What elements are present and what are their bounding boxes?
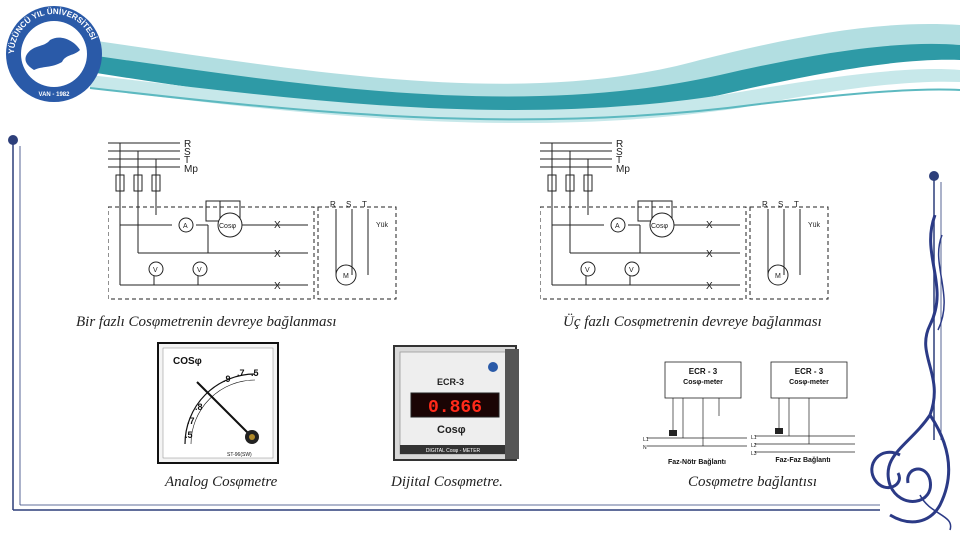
load-label: Yük — [808, 222, 821, 229]
motor-label: M — [775, 273, 781, 280]
digital-cosphi-meter-image: ECR-3 0.866 Cosφ DIGITAL Cosφ - METER — [393, 345, 519, 461]
scale-label-3: .5 — [251, 368, 259, 378]
right-line-label-l3: L3 — [751, 451, 757, 457]
scale-label-4: .8 — [195, 402, 203, 412]
left-box-subtitle: Cosφ-meter — [683, 379, 723, 386]
analog-meter-model: ST-96(SW) — [227, 452, 252, 458]
x-mark-1: X — [706, 220, 713, 231]
load-label: Yük — [376, 222, 389, 229]
motor-label: M — [343, 273, 349, 280]
phase-label-mp: Mp — [184, 164, 198, 175]
digital-meter-model: ECR-3 — [437, 377, 464, 387]
left-line-label-l1: L1 — [643, 437, 649, 443]
voltmeter-2-label: V — [629, 267, 634, 274]
university-logo: YÜZÜNCÜ YIL ÜNİVERSİTESİ VAN - 1982 — [6, 6, 102, 102]
corner-scroll-ornament — [870, 215, 952, 531]
cosphi-connection-diagram: ECR - 3 Cosφ-meter ECR - 3 Cosφ-meter L1… — [643, 361, 855, 466]
digital-meter-label: Cosφ — [437, 424, 466, 436]
digital-meter-footer: DIGITAL Cosφ - METER — [426, 448, 481, 454]
voltmeter-1-label: V — [153, 267, 158, 274]
phase-label-t: T — [616, 155, 622, 166]
side-label-s: S — [346, 200, 351, 209]
side-label-r: R — [762, 200, 768, 209]
phase-label-t: T — [184, 155, 190, 166]
left-line-label-n: N — [643, 445, 647, 451]
x-mark-3: X — [274, 281, 281, 292]
side-label-t: T — [794, 200, 799, 209]
analog-cosphi-meter-image: COSφ .9 .7 .5 .8 .7 .5 ST-96(SW) — [157, 342, 279, 464]
digital-meter-caption: Dijital Cosφmetre. — [391, 474, 503, 490]
scale-label-2: .7 — [237, 368, 245, 378]
single-phase-caption: Bir fazlı Cosφmetrenin devreye bağlanmas… — [76, 314, 337, 330]
phase-label-s: S — [616, 147, 623, 158]
three-phase-caption: Üç fazlı Cosφmetrenin devreye bağlanması — [563, 314, 822, 330]
side-label-r: R — [330, 200, 336, 209]
scale-label-5: .7 — [187, 416, 195, 426]
scale-label-6: .5 — [185, 430, 193, 440]
ammeter-label: A — [615, 223, 620, 230]
phase-neutral-title: Faz-Nötr Bağlantı — [668, 459, 726, 466]
left-box-title: ECR - 3 — [689, 367, 718, 376]
voltmeter-2-label: V — [197, 267, 202, 274]
side-label-s: S — [778, 200, 783, 209]
cosphi-meter-label: Cosφ — [219, 223, 236, 230]
phase-label-s: S — [184, 147, 191, 158]
voltmeter-1-label: V — [585, 267, 590, 274]
digital-meter-reading: 0.866 — [428, 398, 482, 418]
analog-meter-title: COSφ — [173, 356, 202, 367]
phase-label-r: R — [184, 139, 191, 150]
three-phase-circuit-diagram: R S T Mp A Cosφ V V X X X R S T Yük M — [540, 139, 829, 300]
ammeter-label: A — [183, 223, 188, 230]
right-box-title: ECR - 3 — [795, 367, 824, 376]
phase-label-mp: Mp — [616, 164, 630, 175]
phase-phase-title: Faz-Faz Bağlantı — [775, 457, 830, 464]
phase-label-r: R — [616, 139, 623, 150]
cosphi-meter-label: Cosφ — [651, 223, 668, 230]
x-mark-3: X — [706, 281, 713, 292]
single-phase-circuit-diagram: R S T Mp A Cosφ V V X X X R S T Yük M — [108, 139, 397, 300]
scale-label-1: .9 — [223, 374, 231, 384]
logo-year-text: VAN - 1982 — [39, 92, 71, 98]
side-label-t: T — [362, 200, 367, 209]
analog-meter-caption: Analog Cosφmetre — [165, 474, 278, 490]
right-box-subtitle: Cosφ-meter — [789, 379, 829, 386]
connection-caption: Cosφmetre bağlantısı — [688, 474, 817, 490]
right-line-label-l1: L1 — [751, 435, 757, 441]
right-line-label-l2: L2 — [751, 443, 757, 449]
x-mark-2: X — [274, 249, 281, 260]
header-wave-decoration — [89, 24, 960, 124]
x-mark-1: X — [274, 220, 281, 231]
x-mark-2: X — [706, 249, 713, 260]
